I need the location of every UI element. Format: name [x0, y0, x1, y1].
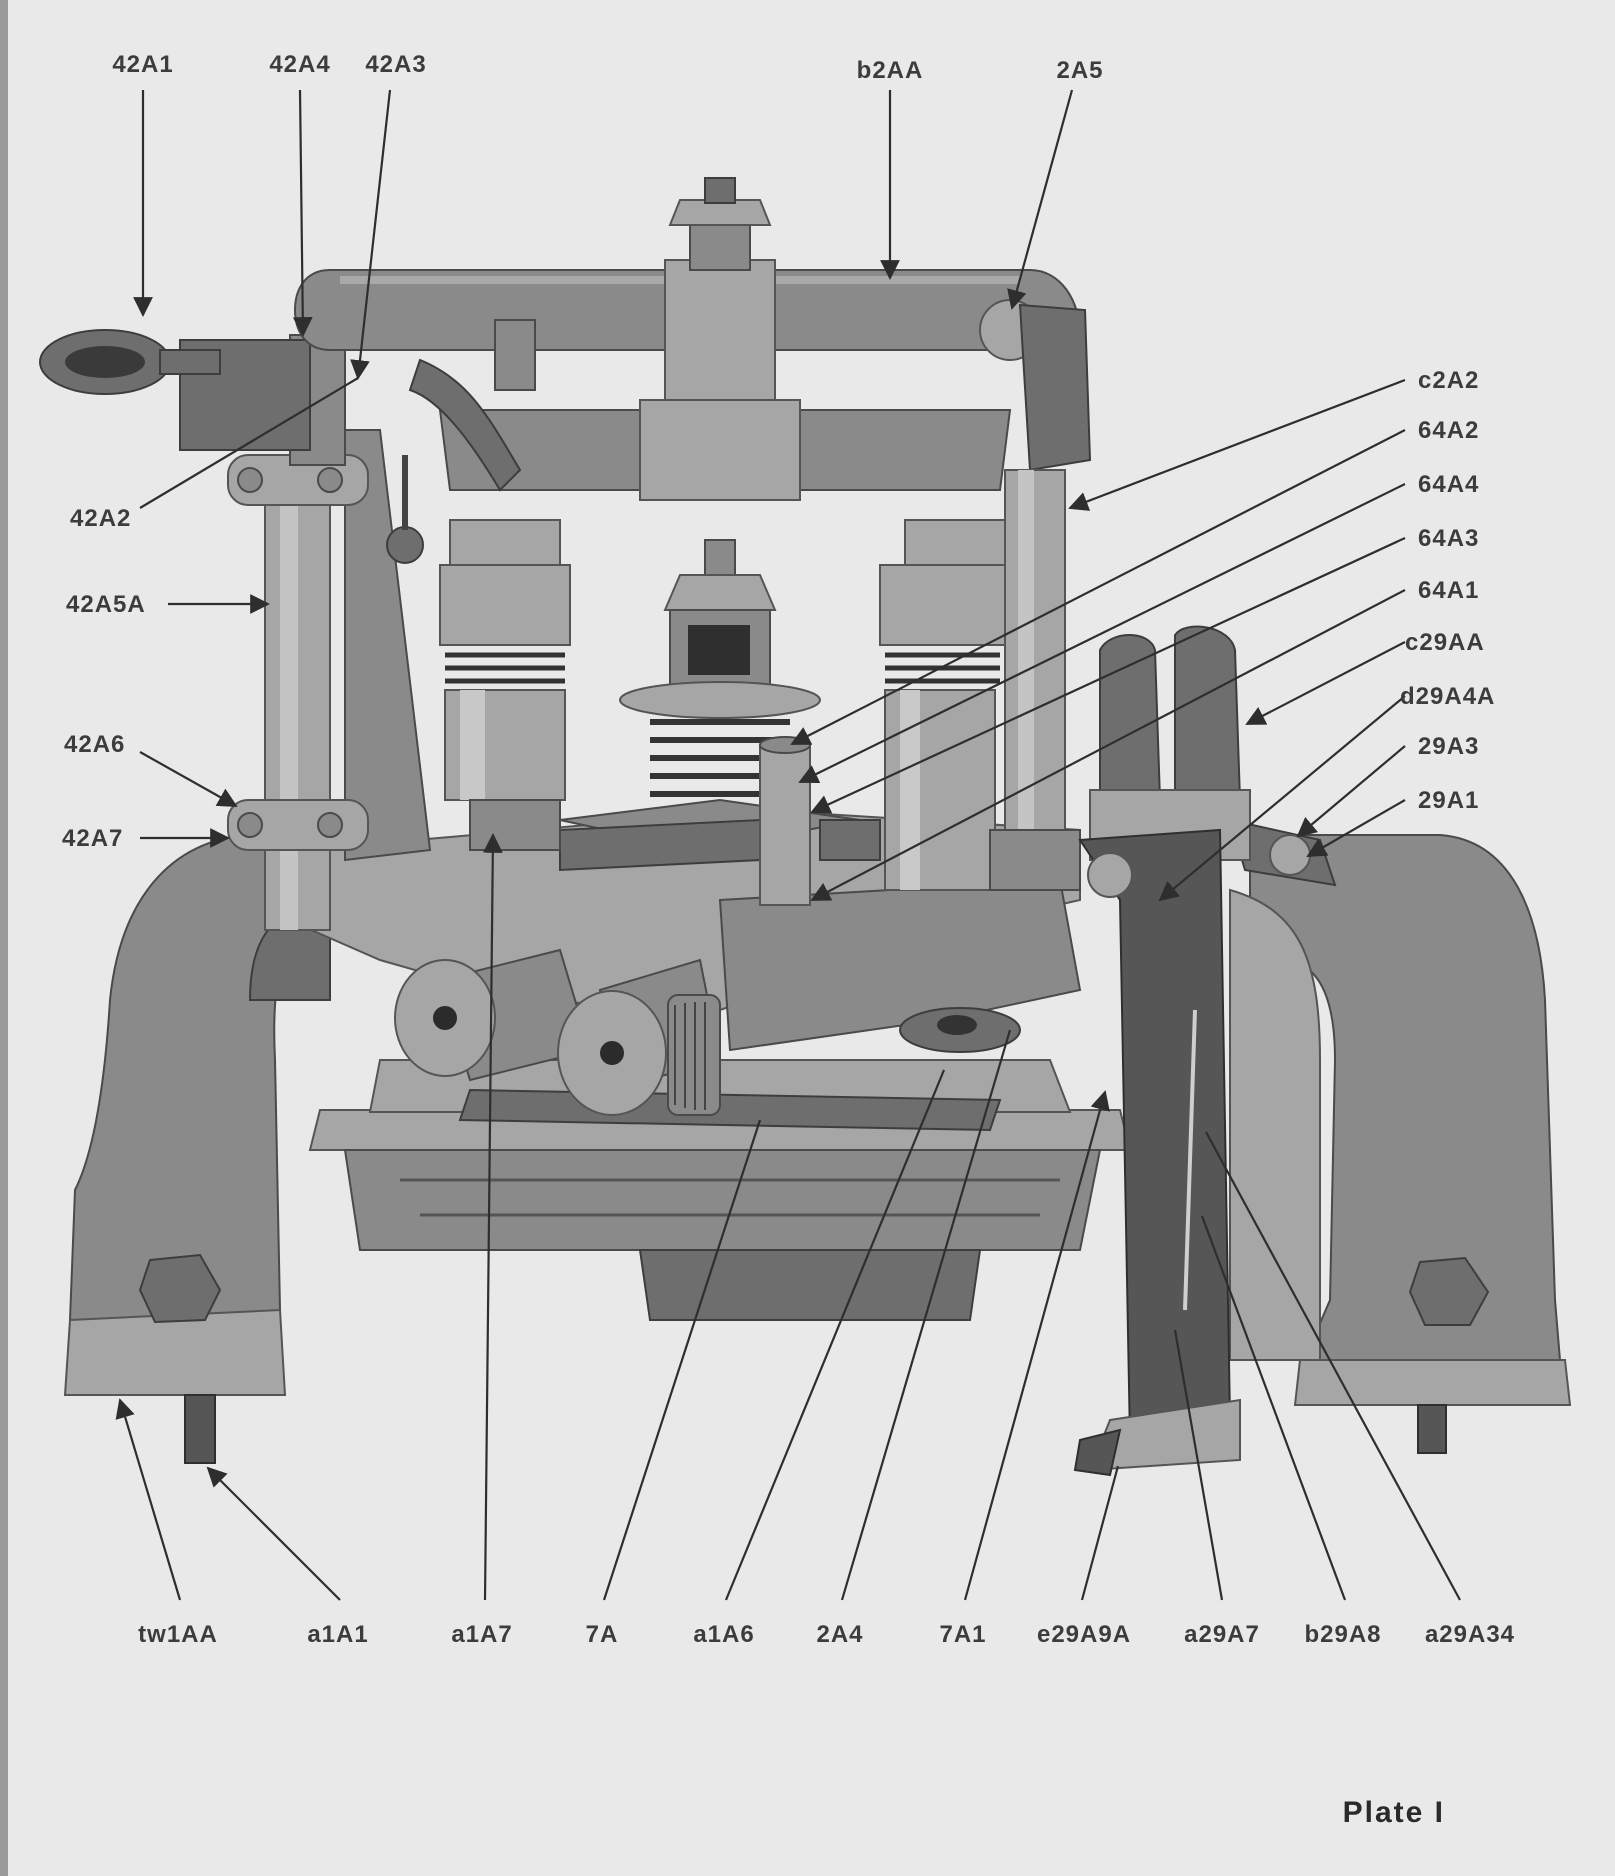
callout-a1A1: a1A1: [307, 1621, 368, 1648]
leader-7A: [602, 1119, 762, 1601]
callout-42A4: 42A4: [269, 51, 330, 78]
leader-a29A7: [1173, 1329, 1224, 1601]
leader-a29A34: [1205, 1131, 1461, 1601]
machine-illustration: [39, 177, 1572, 1477]
callout-tw1AA: tw1AA: [138, 1621, 218, 1648]
callout-64A4: 64A4: [1418, 471, 1479, 498]
leader-7A1: [963, 1090, 1110, 1601]
callout-a29A34: a29A34: [1425, 1621, 1515, 1648]
leader-64A2: [790, 429, 1406, 745]
leader-d29A4A: [1158, 695, 1406, 902]
right-fork-lever: [1073, 625, 1311, 1477]
left-spindle: [439, 519, 571, 851]
callout-a29A7: a29A7: [1184, 1621, 1260, 1648]
leader-tw1AA: [115, 1398, 182, 1601]
callout-42A2: 42A2: [70, 505, 131, 532]
leader-42A4: [292, 89, 313, 337]
leader-64A4: [798, 483, 1406, 784]
plate-title: Plate I: [1343, 1796, 1445, 1829]
callout-a1A6: a1A6: [693, 1621, 754, 1648]
callout-a1A7: a1A7: [451, 1621, 512, 1648]
leader-e29A9A: [1080, 1465, 1120, 1601]
callout-42A7: 42A7: [62, 825, 123, 852]
leader-b29A8: [1200, 1215, 1347, 1601]
callout-42A1: 42A1: [112, 51, 173, 78]
leader-42A2: [139, 377, 359, 509]
leader-29A3: [1296, 745, 1406, 838]
leader-42A6: [139, 751, 238, 807]
base-slide-assembly: [308, 1059, 1132, 1321]
leader-42A3: [350, 89, 392, 380]
micrometer-knobs: [394, 948, 722, 1116]
callout-2A4: 2A4: [816, 1621, 863, 1648]
callout-2A5: 2A5: [1056, 57, 1103, 84]
upper-yoke: [386, 319, 1012, 564]
leader-64A3: [810, 537, 1406, 814]
callout-labels: 42A1 42A4 42A3 b2AA 2A5 42A2 42A5A 42A6 …: [62, 51, 1515, 1648]
callout-7A1: 7A1: [939, 1621, 986, 1648]
leader-29A1: [1306, 799, 1406, 857]
callout-64A3: 64A3: [1418, 525, 1479, 552]
callout-64A2: 64A2: [1418, 417, 1479, 444]
leader-c29AA: [1245, 641, 1406, 725]
callout-e29A9A: e29A9A: [1037, 1621, 1131, 1648]
leader-a1A7: [482, 833, 503, 1601]
right-leg: [1228, 818, 1572, 1454]
callout-42A6: 42A6: [64, 731, 125, 758]
callout-b29A8: b29A8: [1304, 1621, 1381, 1648]
leader-lines: [115, 89, 1461, 1601]
left-column: [39, 329, 432, 931]
top-crossbar: [293, 177, 1092, 472]
leader-2A4: [840, 1029, 1012, 1601]
leader-a1A1: [206, 1466, 341, 1601]
leader-a1A6: [724, 1069, 946, 1601]
callout-7A: 7A: [586, 1621, 619, 1648]
callout-c29AA: c29AA: [1405, 629, 1485, 656]
callout-d29A4A: d29A4A: [1400, 683, 1495, 710]
callout-42A5A: 42A5A: [66, 591, 146, 618]
callout-29A1: 29A1: [1418, 787, 1479, 814]
callout-64A1: 64A1: [1418, 577, 1479, 604]
callout-42A3: 42A3: [365, 51, 426, 78]
leader-c2A2: [1068, 378, 1406, 511]
callout-b2AA: b2AA: [857, 57, 924, 84]
callout-c2A2: c2A2: [1418, 367, 1479, 394]
callout-29A3: 29A3: [1418, 733, 1479, 760]
leader-64A1: [810, 589, 1406, 901]
right-spindle: [879, 519, 1006, 891]
leader-2A5: [1007, 89, 1074, 310]
